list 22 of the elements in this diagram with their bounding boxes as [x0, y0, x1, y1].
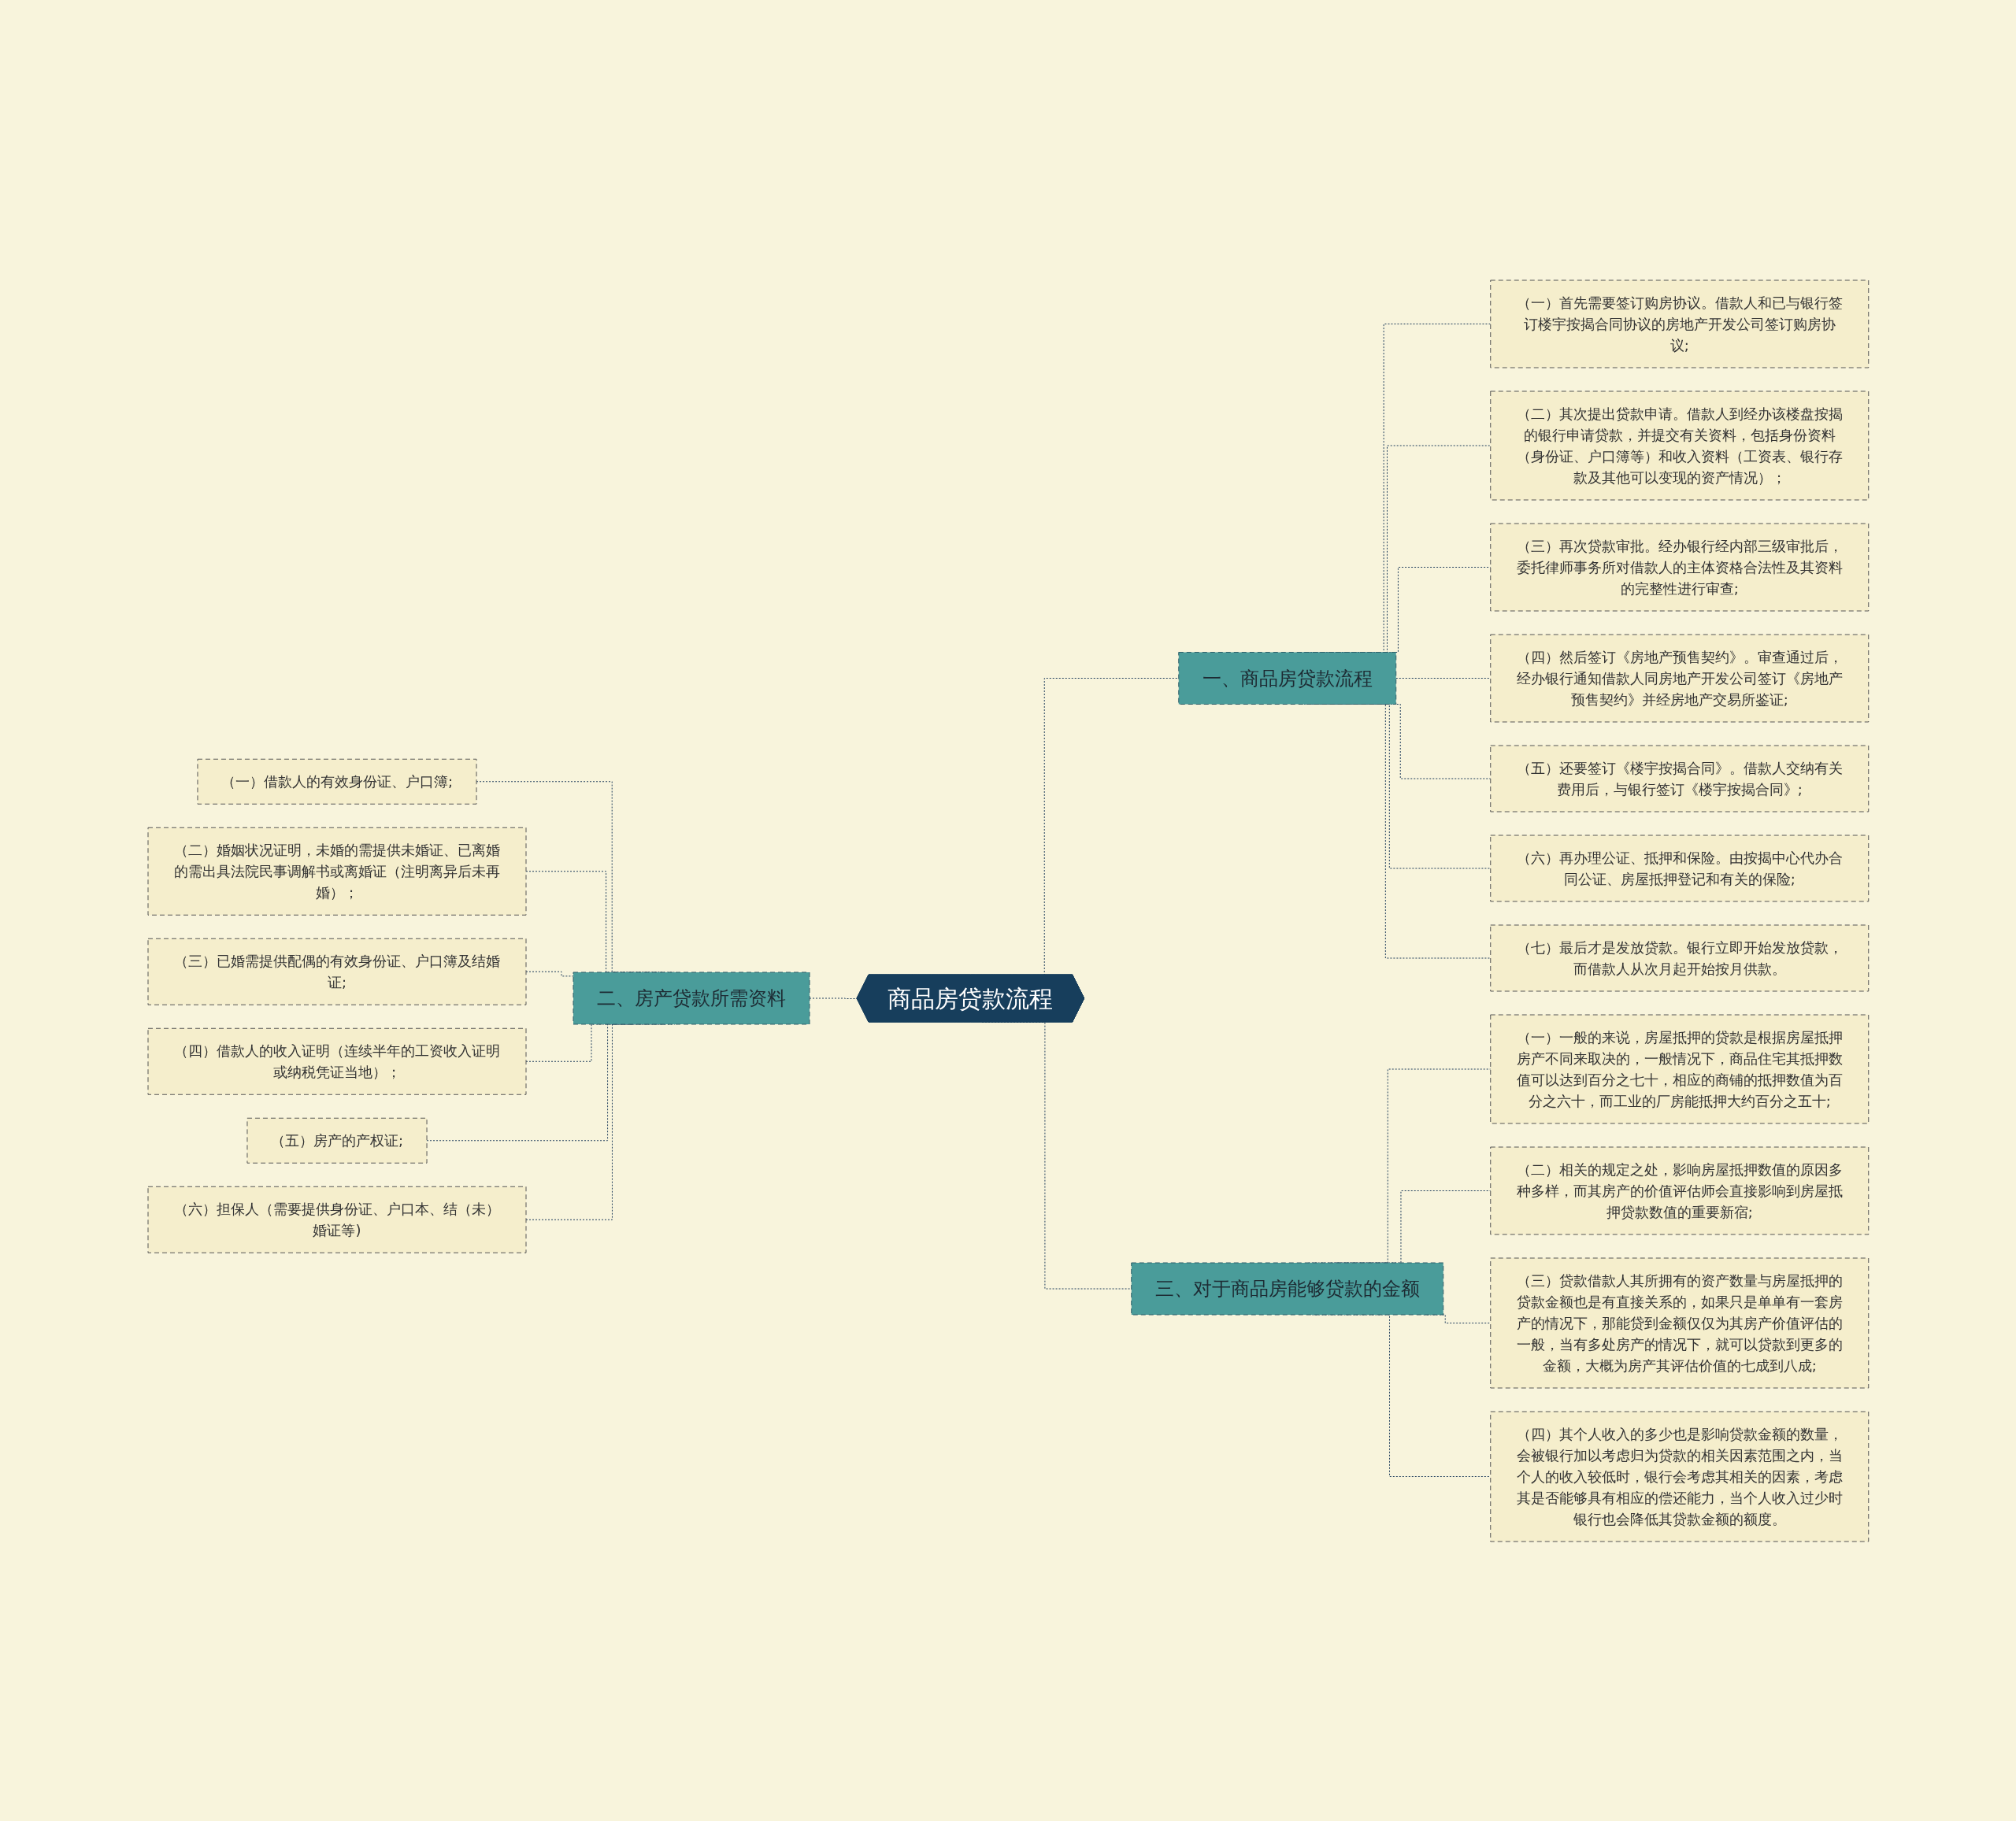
node-box: 二、房产贷款所需资料: [573, 972, 810, 1024]
node-box: （五）还要签订《楼宇按揭合同》。借款人交纳有关费用后，与银行签订《楼宇按揭合同》;: [1489, 745, 1869, 812]
node-box: （六）担保人（需要提供身份证、户口本、结（未）婚证等): [147, 1186, 527, 1253]
node-box: （六）再办理公证、抵押和保险。由按揭中心代办合同公证、房屋抵押登记和有关的保险;: [1489, 835, 1869, 901]
node-box: （一）首先需要签订购房协议。借款人和已与银行签订楼宇按揭合同协议的房地产开发公司签订购房协议;: [1489, 279, 1869, 368]
node-box: 三、对于商品房能够贷款的金额: [1130, 1262, 1443, 1315]
node-box: （四）然后签订《房地产预售契约》。审查通过后，经办银行通知借款人同房地产开发公司签订《房地产预售契约》并经房地产交易所鉴证;: [1489, 634, 1869, 722]
node-box: （二）其次提出贷款申请。借款人到经办该楼盘按揭的银行申请贷款，并提交有关资料，包括身份资料（身份证、户口簿等）和收入资料（工资表、银行存款及其他可以变现的资产情况）；: [1489, 390, 1869, 500]
node-box: （三）已婚需提供配偶的有效身份证、户口簿及结婚证;: [147, 938, 527, 1005]
node-box: （二）婚姻状况证明，未婚的需提供未婚证、已离婚的需出具法院民事调解书或离婚证（注明离异后未再婚）；: [147, 827, 527, 916]
node-box: （五）房产的产权证;: [246, 1117, 428, 1164]
node-box: （七）最后才是发放贷款。银行立即开始发放贷款，而借款人从次月起开始按月供款。: [1489, 924, 1869, 991]
node-box: （三）再次贷款审批。经办银行经内部三级审批后，委托律师事务所对借款人的主体资格合法性及其资料的完整性进行审查;: [1489, 523, 1869, 611]
node-box: 一、商品房贷款流程: [1177, 651, 1396, 705]
node-box: （一）借款人的有效身份证、户口簿;: [197, 758, 477, 805]
node-box: （三）贷款借款人其所拥有的资产数量与房屋抵押的贷款金额也是有直接关系的，如果只是单单有一套房产的情况下，那能贷到金额仅仅为其房产价值评估的一般，当有多处房产的情况下，就可以贷款到更多的金额，大概为房产其评估价值的七成到八成;: [1489, 1257, 1869, 1388]
node-box: （四）其个人收入的多少也是影响贷款金额的数量，会被银行加以考虑归为贷款的相关因素范围之内，当个人的收入较低时，银行会考虑其相关的因素，考虑其是否能够具有相应的偿还能力，当个人收入过少时银行也会降低其贷款金额的额度。: [1489, 1411, 1869, 1542]
connector: [809, 997, 858, 999]
node-box: （二）相关的规定之处，影响房屋抵押数值的原因多种多样，而其房产的价值评估师会直接影响到房屋抵押贷款数值的重要新宿;: [1489, 1146, 1869, 1234]
connector: [1395, 677, 1491, 679]
node-box: （一）一般的来说，房屋抵押的贷款是根据房屋抵押房产不同来取决的，一般情况下，商品住宅其抵押数值可以达到百分之七十，相应的商铺的抵押数值为百分之六十，而工业的厂房能抵押大约百分之五十;: [1489, 1014, 1869, 1123]
node-box: （四）借款人的收入证明（连续半年的工资收入证明或纳税凭证当地）；: [147, 1027, 527, 1095]
